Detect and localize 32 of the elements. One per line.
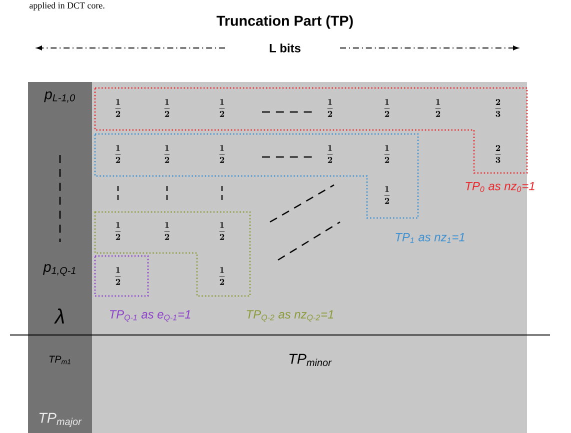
fraction: $\frac{1}{2}$: [219, 99, 225, 117]
row-label: TP$_{m1}$: [49, 356, 70, 364]
fraction: $\frac{2}{3}$: [495, 145, 501, 163]
fraction: $\frac{1}{2}$: [384, 186, 390, 204]
row-label: TP$_{minor}$: [289, 354, 332, 366]
fraction: $\frac{1}{2}$: [384, 99, 390, 117]
row-label: p$_{1,Q-1}$: [42, 264, 76, 276]
fraction: $\frac{1}{2}$: [219, 222, 225, 240]
fraction: $\frac{1}{2}$: [327, 99, 333, 117]
fraction: $\frac{1}{2}$: [327, 145, 333, 163]
group-caption: TP$_{0}$ as nz$_{0}$=1: [466, 182, 534, 192]
row-label: p$_{L-1,0}$: [44, 91, 76, 103]
fraction: $\frac{1}{2}$: [115, 267, 121, 285]
fraction: $\frac{1}{2}$: [115, 99, 121, 117]
fraction: $\frac{1}{2}$: [164, 222, 170, 240]
fraction: $\frac{1}{2}$: [384, 145, 390, 163]
group-caption: TP$_{1}$ as nz$_{1}$=1: [396, 233, 464, 243]
title: Truncation Part (TP): [216, 15, 353, 29]
row-label: λ: [54, 308, 64, 324]
dimension-label: L bits: [270, 44, 300, 52]
fraction: $\frac{1}{2}$: [219, 145, 225, 163]
row-label: TP$_{major}$: [39, 412, 82, 428]
group-caption: TP$_{Q-2}$ as nz$_{Q-2}$=1: [246, 310, 334, 322]
fraction: $\frac{1}{2}$: [115, 145, 121, 163]
fraction: $\frac{1}{2}$: [219, 267, 225, 285]
fraction: $\frac{2}{3}$: [495, 99, 501, 117]
caption: applied in DCT core.: [30, 2, 104, 10]
fraction: $\frac{1}{2}$: [435, 99, 441, 117]
fraction: $\frac{1}{2}$: [164, 145, 170, 163]
group-caption: TP$_{Q-1}$ as e$_{Q-1}$=1: [110, 310, 190, 322]
fraction: $\frac{1}{2}$: [164, 99, 170, 117]
fraction: $\frac{1}{2}$: [115, 222, 121, 240]
